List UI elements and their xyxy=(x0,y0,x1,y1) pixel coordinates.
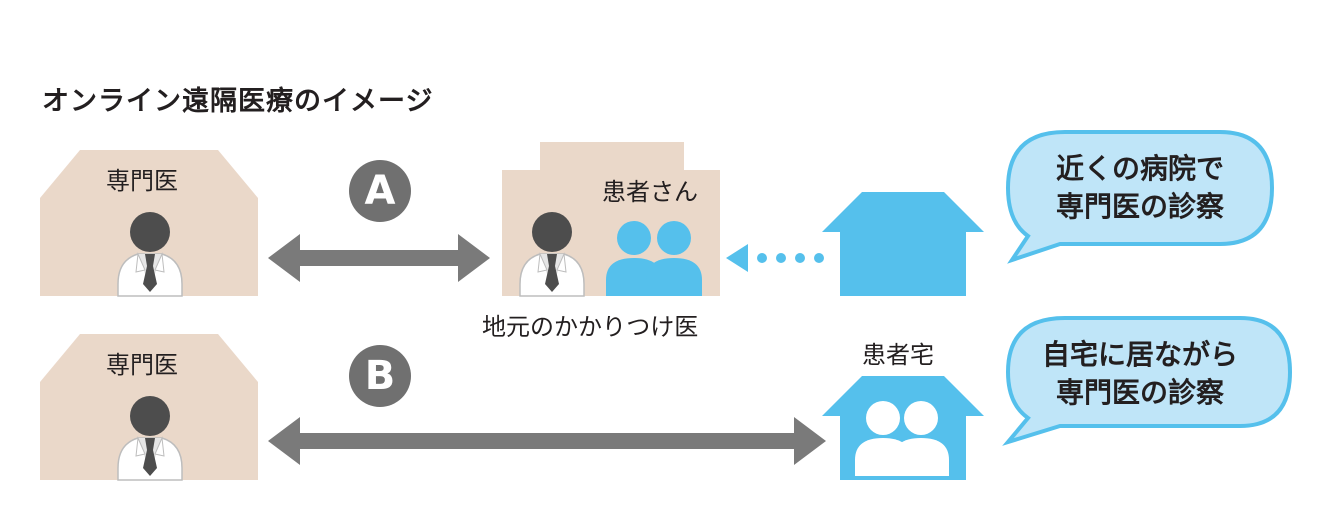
top-double-arrow-icon xyxy=(268,234,490,282)
bottom-specialist-label: 専門医 xyxy=(106,351,178,379)
top-specialist-label: 専門医 xyxy=(106,167,178,195)
top-house-icon xyxy=(822,192,984,296)
badge-a: A xyxy=(349,160,411,222)
speech-bubble-1-line-2: 専門医の診察 xyxy=(1055,190,1224,223)
bottom-specialist-building xyxy=(40,334,258,481)
speech-bubble-2-line-1: 自宅に居ながら xyxy=(1041,338,1238,371)
bottom-double-arrow-icon xyxy=(268,417,826,465)
speech-bubble-1-line-1: 近くの病院で xyxy=(1055,152,1224,185)
speech-bubble-2-line-2: 専門医の診察 xyxy=(1055,376,1224,409)
speech-bubble-1-icon xyxy=(1005,130,1275,264)
speech-bubble-2-icon xyxy=(1002,316,1293,446)
local-clinic-building xyxy=(502,142,720,297)
top-specialist-building xyxy=(40,150,258,297)
bottom-house-icon xyxy=(822,376,984,480)
patients-label: 患者さん xyxy=(602,178,698,206)
dotted-arrow-icon xyxy=(726,244,824,272)
speech-bubble-1-text: 近くの病院で 専門医の診察 xyxy=(1010,150,1270,226)
home-label: 患者宅 xyxy=(862,341,934,369)
local-doctor-label: 地元のかかりつけ医 xyxy=(482,313,699,341)
badge-b: B xyxy=(349,345,411,407)
speech-bubble-2-text: 自宅に居ながら 専門医の診察 xyxy=(1010,336,1270,412)
page-title: オンライン遠隔医療のイメージ xyxy=(42,86,434,117)
